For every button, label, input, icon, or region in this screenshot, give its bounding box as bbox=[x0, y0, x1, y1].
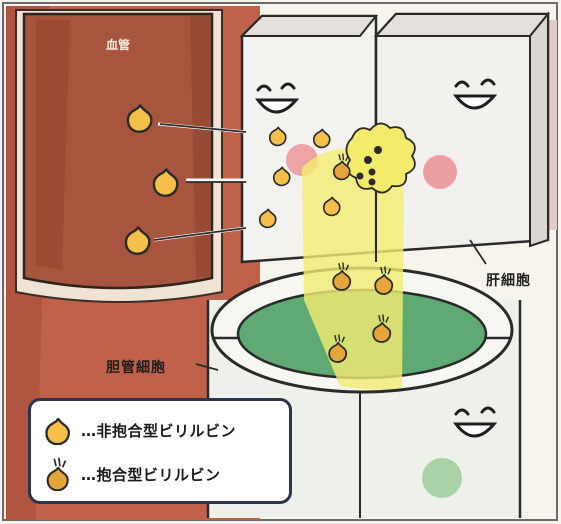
liver-cell-label: 肝細胞 bbox=[486, 273, 531, 289]
blood-vessel bbox=[15, 9, 223, 303]
legend: …非抱合型ビリルビン …抱合型ビリルビン bbox=[28, 398, 292, 504]
legend-label-conjugated: …抱合型ビリルビン bbox=[81, 465, 221, 484]
legend-item-unconjugated: …非抱合型ビリルビン bbox=[43, 415, 236, 445]
blood-vessel-label: 血管 bbox=[106, 38, 131, 52]
bile-duct-cell-label: 胆管細胞 bbox=[106, 360, 166, 376]
smiling-face-icon bbox=[452, 406, 498, 438]
smiling-face-icon bbox=[254, 82, 300, 114]
legend-label-unconjugated: …非抱合型ビリルビン bbox=[81, 421, 237, 440]
legend-item-conjugated: …抱合型ビリルビン bbox=[43, 457, 221, 491]
bilirubin-drop-icon bbox=[46, 457, 69, 491]
smiling-face-icon bbox=[452, 78, 498, 110]
bilirubin-drop-icon bbox=[45, 417, 70, 445]
bile-canaliculus bbox=[345, 122, 416, 194]
